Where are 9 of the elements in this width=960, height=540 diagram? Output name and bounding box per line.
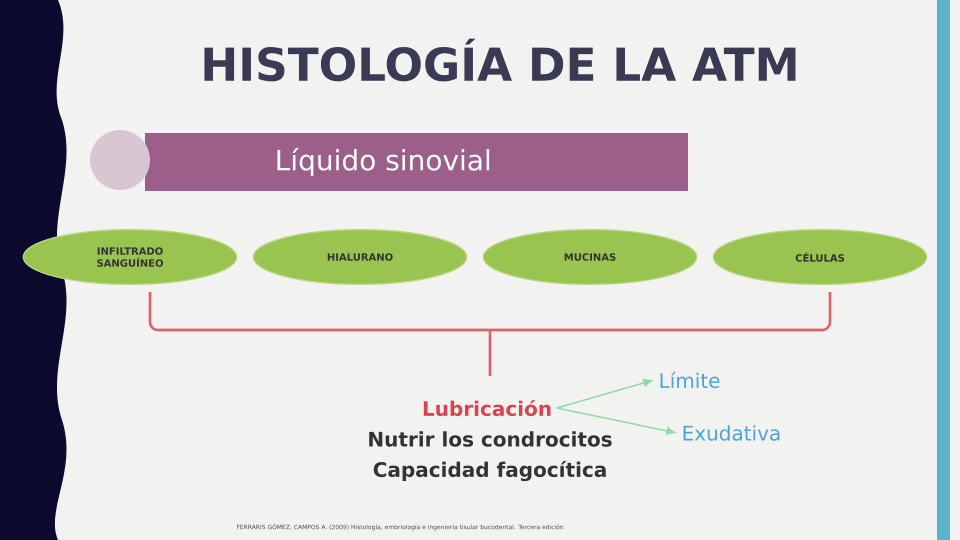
arrow [556,407,675,435]
function-text: Lubricación [424,400,550,416]
arrow [556,378,652,409]
title-band: Líquido sinovial [90,130,688,191]
function-text: Nutrir los condrocitos [369,431,612,447]
function-text: Capacidad fagocítica [374,460,606,482]
type-text: Exudativa [684,425,780,441]
title: HISTOLOGÍA DE LA ATM [204,38,796,82]
type-text: Límite [660,372,720,388]
